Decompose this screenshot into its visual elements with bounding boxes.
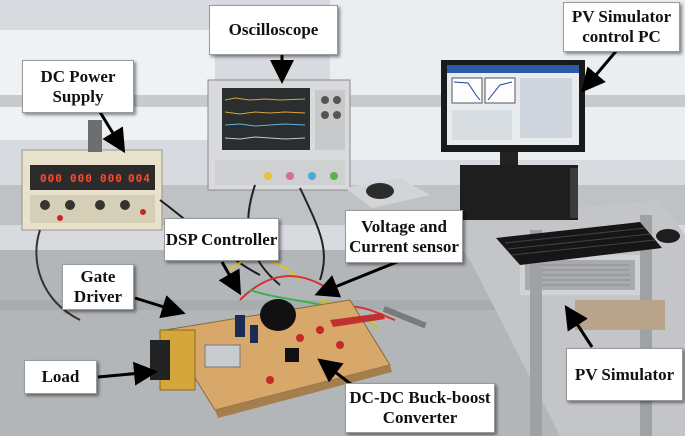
psu-display-3: 000 [100,172,123,185]
label-dc-dc-buck-boost-converter: DC-DC Buck-boost Converter [345,383,495,433]
arrow-icon [564,304,594,348]
label-load: Load [24,360,97,394]
arrow-icon [581,49,619,93]
label-voltage-current-sensor: Voltage and Current sensor [345,210,463,263]
arrow-icon [97,361,158,386]
label-pv-simulator-control-pc: PV Simulator control PC [563,2,680,52]
arrow-icon [134,295,186,319]
arrow-icon [218,261,241,296]
label-oscilloscope: Oscilloscope [209,5,338,55]
label-dsp-controller: DSP Controller [164,218,279,261]
arrow-icon [98,111,126,154]
label-pv-simulator: PV Simulator [566,348,683,401]
label-dc-power-supply: DC Power Supply [22,60,134,113]
psu-display-4: 004 [128,172,151,185]
psu-display-1: 000 [40,172,63,185]
psu-display-2: 000 [70,172,93,185]
arrow-icon [314,260,398,298]
label-gate-driver: Gate Driver [62,264,134,310]
